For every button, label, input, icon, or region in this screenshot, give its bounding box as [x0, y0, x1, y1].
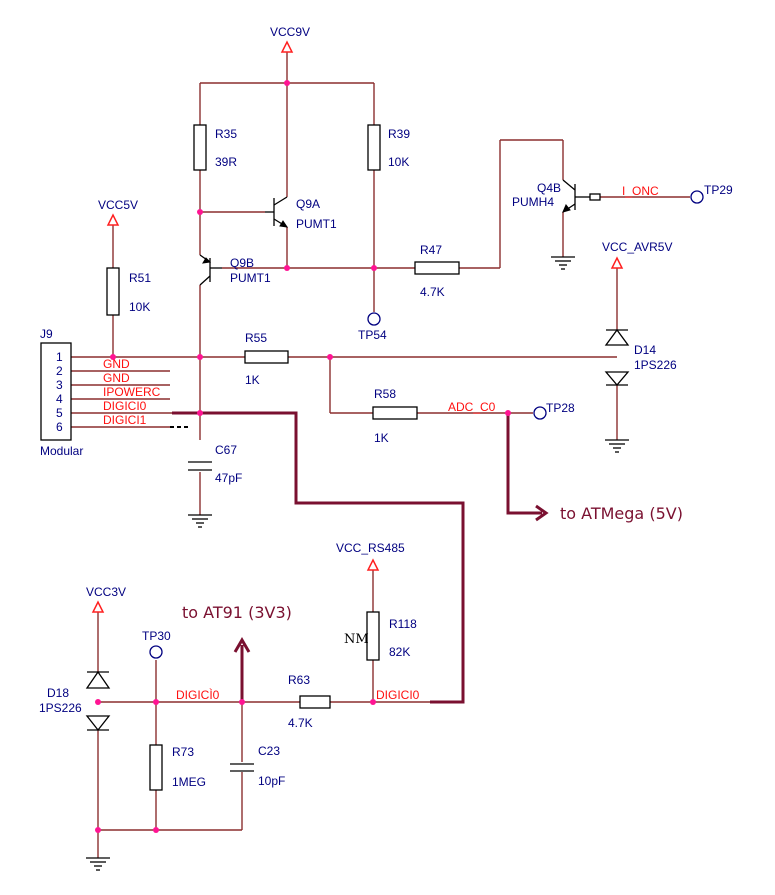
pin-2: 2: [56, 364, 63, 378]
r118-ref: R118: [389, 617, 417, 631]
q9a-part: PUMT1: [296, 217, 337, 231]
net-digici1: DIGICI1: [103, 413, 147, 427]
connector-j9: [40, 342, 72, 441]
tp28-label: TP28: [546, 401, 575, 415]
net-digici0-right: DIGICI0: [376, 688, 420, 702]
wires: [71, 52, 690, 858]
r63-ref: R63: [288, 673, 310, 687]
ground-icon: [551, 256, 575, 270]
c67-ref: C67: [215, 443, 237, 457]
rail-vcc9v: VCC9V: [270, 25, 310, 39]
net-digici0: DIGICI0: [103, 399, 147, 413]
labels: VCC9V VCC5V VCC_AVR5V VCC_RS485 VCC3V R3…: [39, 25, 733, 789]
pin-3: 3: [56, 378, 63, 392]
c23-ref: C23: [258, 744, 280, 758]
q9a-ref: Q9A: [296, 197, 320, 211]
r47-value: 4.7K: [420, 285, 445, 299]
net-i-onc: I_ONC: [622, 184, 659, 198]
rail-vcc-avr5v: VCC_AVR5V: [602, 240, 672, 254]
d14-ref: D14: [634, 343, 656, 357]
rail-vcc-rs485: VCC_RS485: [336, 541, 405, 555]
annotation-to-atmega: to ATMega (5V): [560, 504, 683, 523]
c67-value: 47pF: [215, 471, 242, 485]
tp30-icon: [149, 645, 163, 659]
d18-ref: D18: [47, 686, 69, 700]
r63-value: 4.7K: [288, 716, 313, 730]
diodes: [85, 328, 630, 732]
net-gnd-1: GND: [103, 357, 130, 371]
ground-icon: [605, 439, 629, 453]
net-adc-c0: ADC_C0: [448, 400, 496, 414]
rail-vcc5v: VCC5V: [98, 198, 138, 212]
test-points: [149, 190, 704, 659]
tp30-label: TP30: [142, 629, 171, 643]
resistors: [106, 124, 460, 791]
rail-vcc3v: VCC3V: [86, 585, 126, 599]
signal-routes: [172, 411, 549, 704]
pin-4: 4: [56, 392, 63, 406]
r39-ref: R39: [388, 127, 410, 141]
connector-name: Modular: [40, 444, 83, 458]
r73-ref: R73: [172, 745, 194, 759]
d18-part: 1PS226: [39, 701, 82, 715]
r47-ref: R47: [420, 243, 442, 257]
q9b-part: PUMT1: [230, 271, 271, 285]
pin-6: 6: [56, 420, 63, 434]
tp29-icon: [690, 190, 704, 204]
junctions: [95, 80, 511, 833]
net-gnd-2: GND: [103, 371, 130, 385]
transistors: [199, 179, 601, 286]
tp54-label: TP54: [358, 328, 387, 342]
power-symbols: [91, 40, 624, 613]
r35-value: 39R: [215, 155, 237, 169]
q4b-part: PUMH4: [512, 195, 554, 209]
r55-ref: R55: [245, 331, 267, 345]
tp29-label: TP29: [704, 183, 733, 197]
r58-ref: R58: [374, 387, 396, 401]
ground-icon: [86, 857, 110, 871]
r51-value: 10K: [129, 300, 150, 314]
tp54-icon: [367, 312, 381, 326]
r35-ref: R35: [215, 127, 237, 141]
r73-value: 1MEG: [172, 775, 206, 789]
annotation-to-at91: to AT91 (3V3): [182, 603, 292, 622]
tp28-icon: [533, 406, 547, 420]
pin-1: 1: [56, 350, 63, 364]
ground-icon: [188, 514, 212, 528]
q9b-ref: Q9B: [230, 256, 254, 270]
r39-value: 10K: [388, 155, 409, 169]
net-digici0-left: DIGICÌ0: [176, 687, 220, 702]
r55-value: 1K: [245, 373, 260, 387]
r58-value: 1K: [374, 431, 389, 445]
connector-ref: J9: [40, 327, 53, 341]
r51-ref: R51: [129, 271, 151, 285]
r118-value: 82K: [389, 645, 410, 659]
capacitors: [188, 461, 254, 772]
q4b-ref: Q4B: [537, 181, 561, 195]
ground-symbols: [86, 256, 629, 871]
d14-part: 1PS226: [634, 358, 677, 372]
net-ipowerc: IPOWERC: [103, 385, 161, 399]
pin-5: 5: [56, 406, 63, 420]
c23-value: 10pF: [258, 774, 285, 788]
r118-note: NM: [344, 632, 369, 647]
